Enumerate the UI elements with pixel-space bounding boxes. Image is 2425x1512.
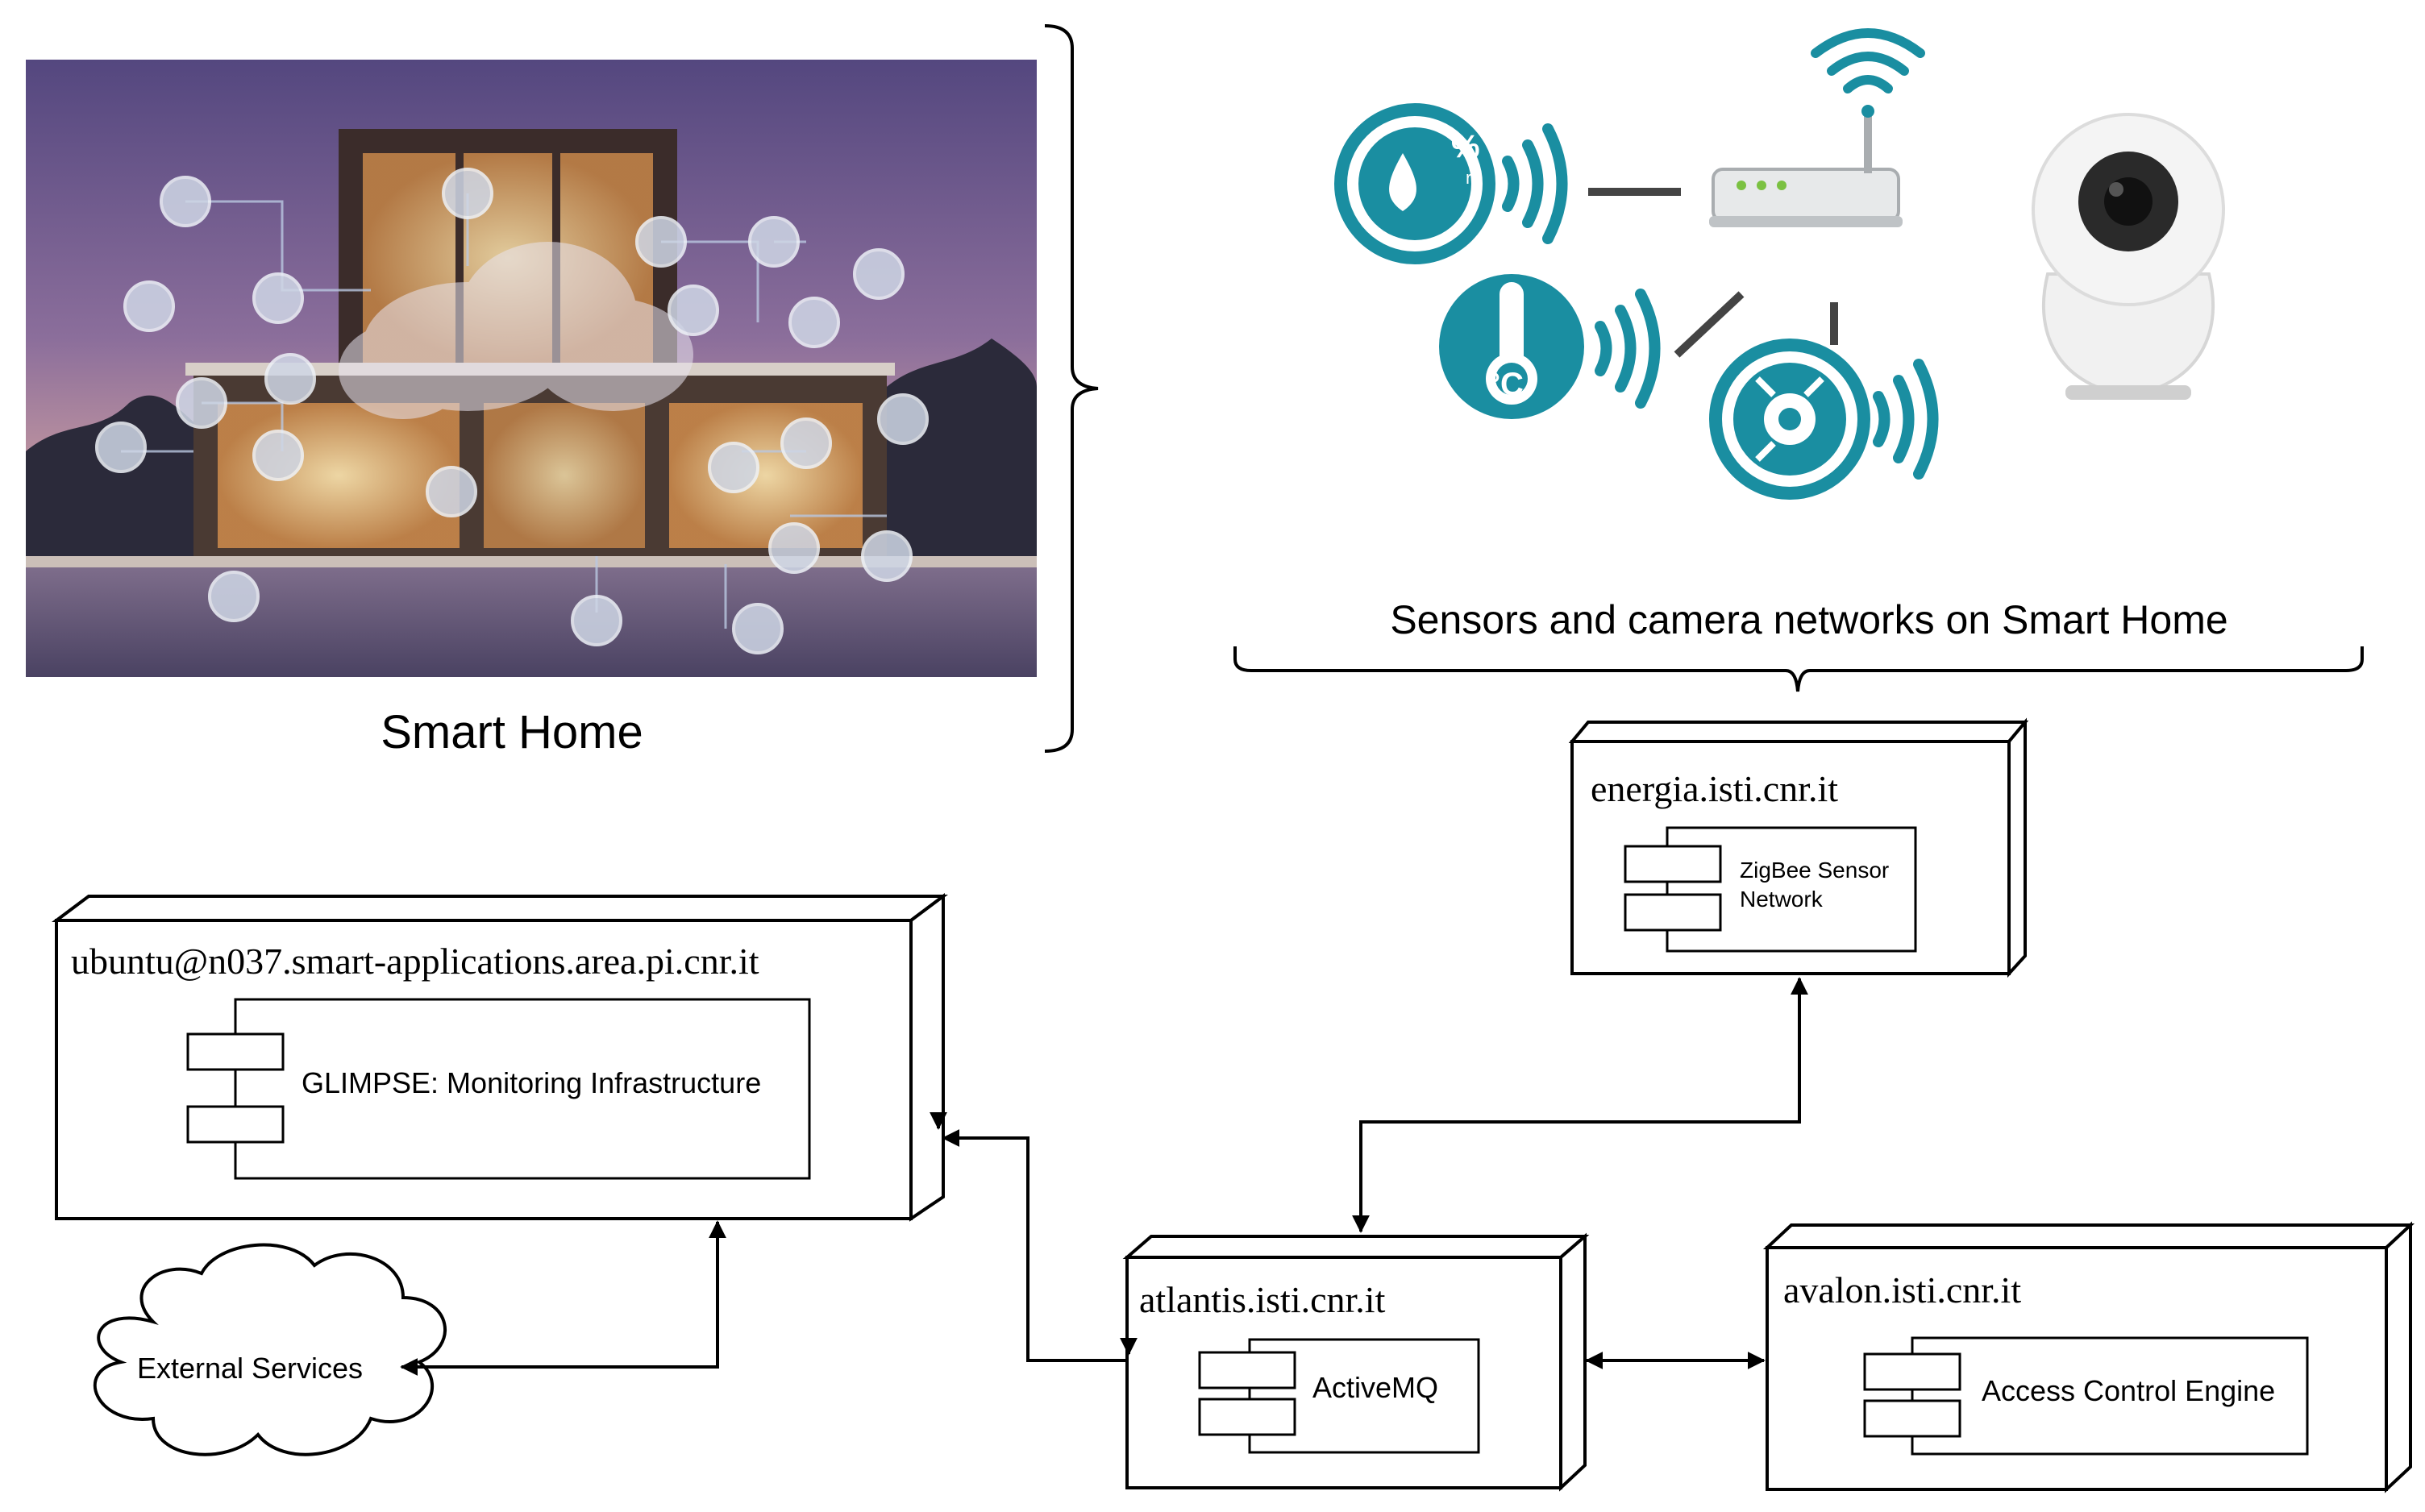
avalon-host-label: avalon.isti.cnr.it [1783, 1269, 2021, 1311]
access-control-component: Access Control Engine [1863, 1336, 2309, 1456]
activemq-component: ActiveMQ [1198, 1338, 1480, 1454]
external-services-label: External Services [137, 1352, 363, 1385]
glimpse-component: GLIMPSE: Monitoring Infrastructure [186, 998, 811, 1180]
atlantis-node: atlantis.isti.cnr.it ActiveMQ [1122, 1232, 1590, 1492]
external-services-cloud: External Services [94, 1243, 447, 1456]
zigbee-label-line2: Network [1740, 887, 1824, 912]
access-control-label: Access Control Engine [1982, 1374, 2275, 1407]
sensors-caption: Sensors and camera networks on Smart Hom… [1390, 597, 2227, 642]
avalon-node: avalon.isti.cnr.it Access Control Engine [1762, 1221, 2415, 1493]
smart-home-photo [26, 60, 1037, 677]
smart-home-brace [1044, 24, 1099, 753]
camera-icon [2032, 113, 2225, 400]
energia-atlantis-connector [1352, 977, 1808, 1233]
temperature-sensor-icon: °C [1439, 274, 1584, 419]
ubuntu-node: ubuntu@n037.smart-applications.area.pi.c… [52, 893, 948, 1222]
zigbee-component: ZigBee Sensor Network [1624, 826, 1917, 953]
svg-text:°C: °C [1487, 367, 1524, 402]
atlantis-ubuntu-connector [942, 1129, 1129, 1362]
connectors [400, 977, 1808, 1376]
humidity-sensor-icon: % rh [1334, 103, 1495, 264]
svg-text:%: % [1451, 129, 1480, 164]
sensors-brace [1233, 646, 2364, 692]
activemq-label: ActiveMQ [1312, 1371, 1438, 1404]
external-ubuntu-connector [400, 1220, 726, 1376]
zigbee-label-line1: ZigBee Sensor [1740, 858, 1889, 883]
atlantis-host-label: atlantis.isti.cnr.it [1139, 1279, 1386, 1320]
motion-sensor-icon [1709, 339, 1870, 500]
energia-node: energia.isti.cnr.it ZigBee Sensor Networ… [1568, 717, 2029, 978]
ubuntu-host-label: ubuntu@n037.smart-applications.area.pi.c… [71, 941, 759, 982]
router-icon [1709, 28, 1925, 227]
svg-text:rh: rh [1466, 168, 1482, 188]
sensor-network-illustration: % rh [1334, 28, 1948, 500]
glimpse-label: GLIMPSE: Monitoring Infrastructure [302, 1066, 761, 1099]
energia-host-label: energia.isti.cnr.it [1591, 768, 1838, 809]
smart-home-label: Smart Home [381, 706, 643, 758]
